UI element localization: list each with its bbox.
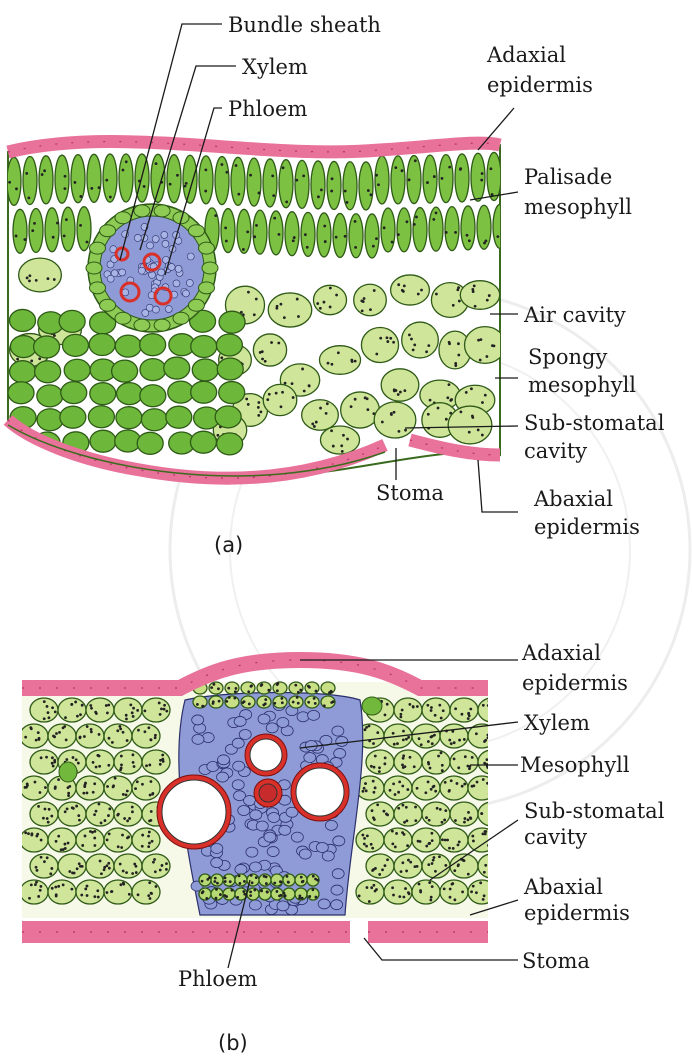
label-palisade: Palisade xyxy=(524,165,612,189)
label-adaxial-epidermis: epidermis xyxy=(487,73,593,97)
label-stoma: Stoma xyxy=(376,481,444,505)
label-abaxial-epidermis: epidermis xyxy=(534,515,640,539)
label-b-sub-stomatal-cavity: cavity xyxy=(524,825,587,849)
label-b-adaxial-epidermis: epidermis xyxy=(522,671,628,695)
label-abaxial: Abaxial xyxy=(533,487,613,511)
label-sub-stomatal-cavity: cavity xyxy=(524,439,587,463)
label-bundle-sheath: Bundle sheath xyxy=(228,13,381,37)
label-adaxial: Adaxial xyxy=(486,43,566,67)
label-xylem: Xylem xyxy=(242,55,308,79)
label-b-mesophyll: Mesophyll xyxy=(520,753,630,777)
label-spongy-mesophyll: mesophyll xyxy=(528,373,636,397)
label-b-stoma: Stoma xyxy=(522,949,590,973)
label-spongy: Spongy xyxy=(528,345,607,369)
label-air-cavity: Air cavity xyxy=(523,303,626,327)
label-b-xylem: Xylem xyxy=(524,711,590,735)
label-b-adaxial: Adaxial xyxy=(521,641,601,665)
caption-a: (a) xyxy=(214,533,243,557)
vascular-bundle xyxy=(86,204,218,332)
label-b-abaxial-epidermis: epidermis xyxy=(524,901,630,925)
diagram-b-illustration xyxy=(20,660,506,932)
label-palisade-mesophyll: mesophyll xyxy=(524,195,632,219)
label-sub-stomatal: Sub-stomatal xyxy=(524,411,665,435)
label-phloem: Phloem xyxy=(228,97,307,121)
label-b-sub-stomatal: Sub-stomatal xyxy=(524,799,665,823)
caption-b: (b) xyxy=(218,1031,248,1055)
label-b-abaxial: Abaxial xyxy=(523,875,603,899)
label-b-phloem: Phloem xyxy=(178,967,257,991)
